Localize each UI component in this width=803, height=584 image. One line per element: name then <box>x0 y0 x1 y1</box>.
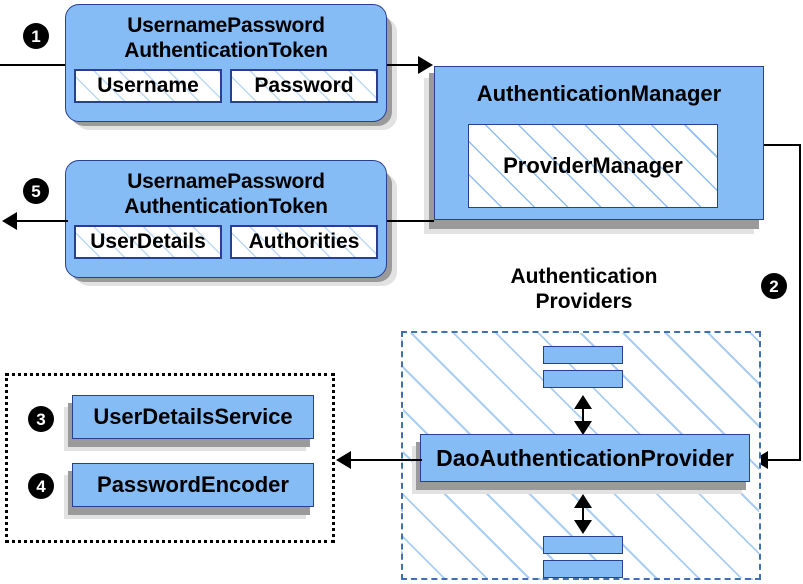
connector-manager-out-h <box>764 144 801 146</box>
arrow-down-bottom <box>574 520 592 534</box>
arrow-response-out <box>2 212 17 230</box>
arrow-provider-to-dependencies <box>336 451 351 469</box>
connector-manager-to-response-token <box>387 220 434 222</box>
slot-password[interactable]: Password <box>230 69 378 103</box>
connector-token-to-manager <box>387 64 423 66</box>
provider-manager-panel[interactable]: ProviderManager <box>468 124 718 208</box>
user-details-service-label: UserDetailsService <box>93 404 293 429</box>
connector-provider-to-dependencies <box>350 459 422 461</box>
authentication-providers-title-line1: Authentication <box>510 265 658 288</box>
authentication-providers-title: Authentication Providers <box>470 264 698 314</box>
slot-username[interactable]: Username <box>74 69 222 103</box>
slot-authorities[interactable]: Authorities <box>230 225 378 259</box>
arrow-down-top <box>574 421 592 435</box>
request-token-title-line2: AuthenticationToken <box>124 39 328 62</box>
authentication-providers-title-line2: Providers <box>535 290 633 313</box>
provider-bar-top-2[interactable] <box>543 370 623 388</box>
provider-bar-bottom-1[interactable] <box>543 536 623 554</box>
response-token-title: UsernamePassword AuthenticationToken <box>124 169 328 219</box>
connector-top-provider-v <box>582 399 584 425</box>
connector-to-provider-h <box>768 459 801 461</box>
dao-authentication-provider-label: DaoAuthenticationProvider <box>436 444 734 471</box>
provider-bar-top-1[interactable] <box>543 346 623 364</box>
request-authentication-token[interactable]: UsernamePassword AuthenticationToken Use… <box>65 4 387 122</box>
connector-response-out <box>17 220 68 222</box>
user-details-service[interactable]: UserDetailsService <box>72 395 314 439</box>
dao-authentication-provider[interactable]: DaoAuthenticationProvider <box>420 434 750 482</box>
request-token-title-line1: UsernamePassword <box>127 14 325 37</box>
response-token-title-line2: AuthenticationToken <box>124 195 328 218</box>
arrow-token-to-manager <box>418 56 433 74</box>
connector-manager-out-v <box>799 144 801 460</box>
connector-request-in <box>0 64 68 66</box>
authentication-manager-title: AuthenticationManager <box>476 81 722 106</box>
step-badge-4: 4 <box>28 473 54 499</box>
response-token-slots: UserDetails Authorities <box>66 225 386 259</box>
response-authentication-token[interactable]: UsernamePassword AuthenticationToken Use… <box>65 160 387 278</box>
step-badge-5: 5 <box>23 178 49 204</box>
response-token-title-line1: UsernamePassword <box>127 170 325 193</box>
provider-bar-bottom-2[interactable] <box>543 560 623 578</box>
password-encoder-label: PasswordEncoder <box>97 472 289 497</box>
request-token-title: UsernamePassword AuthenticationToken <box>124 13 328 63</box>
password-encoder[interactable]: PasswordEncoder <box>72 463 314 507</box>
connector-bottom-provider-v <box>582 498 584 524</box>
step-badge-2: 2 <box>761 273 787 299</box>
provider-manager-label: ProviderManager <box>503 153 683 178</box>
slot-user-details[interactable]: UserDetails <box>74 225 222 259</box>
request-token-slots: Username Password <box>66 69 386 103</box>
step-badge-3: 3 <box>28 406 54 432</box>
step-badge-1: 1 <box>23 23 49 49</box>
